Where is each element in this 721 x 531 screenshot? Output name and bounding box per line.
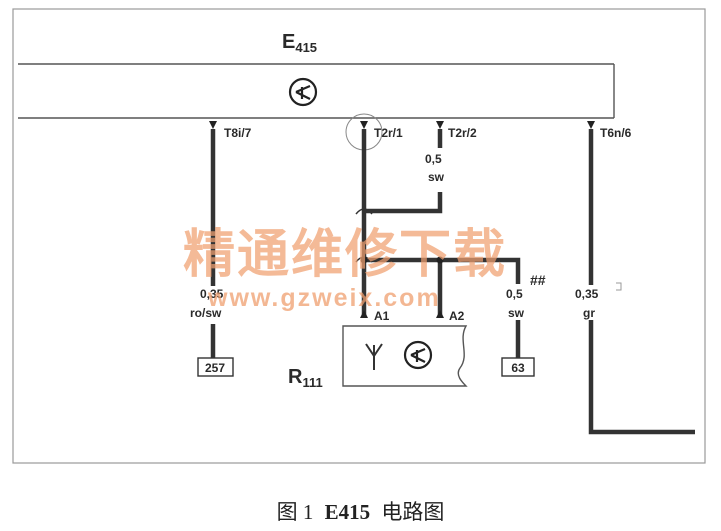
control-unit-label: E415 — [282, 31, 317, 55]
junction-dot — [360, 256, 368, 264]
wire-1-size: 0,35 — [200, 287, 224, 301]
wire-3-size: 0,5 — [506, 287, 523, 301]
pin-label-p1: T8i/7 — [224, 126, 252, 140]
receiver-pin-a1: A1 — [374, 309, 390, 323]
receiver-pin-a2: A2 — [449, 309, 465, 323]
caption-number: 1 — [302, 500, 314, 524]
wire-marker: ## — [530, 272, 546, 288]
circuit-svg: E415 T8i/7 T2r/1 T2r/2 T6n/6 — [12, 8, 706, 464]
junction-dot-2 — [436, 256, 444, 264]
wire-2-size: 0,5 — [425, 152, 442, 166]
wires — [210, 129, 695, 435]
control-unit-symbol-icon — [288, 77, 318, 107]
terminal-2: 63 — [511, 361, 525, 375]
wire-4-size: 0,35 — [575, 287, 599, 301]
receiver-symbol-icon — [403, 340, 433, 370]
pin-arrow-p4 — [587, 121, 595, 129]
wire-bridge — [364, 257, 521, 284]
caption-text: 电路图 — [381, 500, 445, 524]
antenna-icon — [365, 343, 383, 370]
terminal-box-1 — [197, 357, 234, 377]
receiver-arrows — [360, 310, 444, 318]
wire-gr-lower — [588, 320, 695, 435]
receiver-label: R111 — [288, 366, 323, 390]
watermark-cn: 精通维修下载 — [183, 226, 507, 284]
wire-1-color: ro/sw — [190, 306, 222, 320]
pin-label-p3: T2r/2 — [448, 126, 477, 140]
pin-arrow-p1 — [209, 121, 217, 129]
terminal-1: 257 — [205, 361, 225, 375]
terminal-box-2 — [501, 357, 535, 377]
receiver-box — [342, 325, 468, 387]
wire-4-tick — [616, 282, 622, 291]
caption-id: E415 — [324, 500, 371, 524]
pin-arrows — [209, 121, 595, 129]
wire-3-color: sw — [508, 306, 525, 320]
caption-prefix: 图 — [276, 500, 298, 524]
wire-4-color: gr — [583, 306, 595, 320]
pin-arrow-p3 — [436, 121, 444, 129]
wire-2-color: sw — [428, 170, 445, 184]
diagram-frame — [12, 8, 706, 464]
pin-label-p4: T6n/6 — [600, 126, 632, 140]
watermark-url: www.gzweix.com — [207, 284, 441, 312]
pin-arrow-p2 — [360, 121, 368, 129]
figure-caption: 图 1 E415 电路图 — [0, 496, 721, 526]
pin-label-p2: T2r/1 — [374, 126, 403, 140]
wire-3-loop — [364, 192, 443, 214]
